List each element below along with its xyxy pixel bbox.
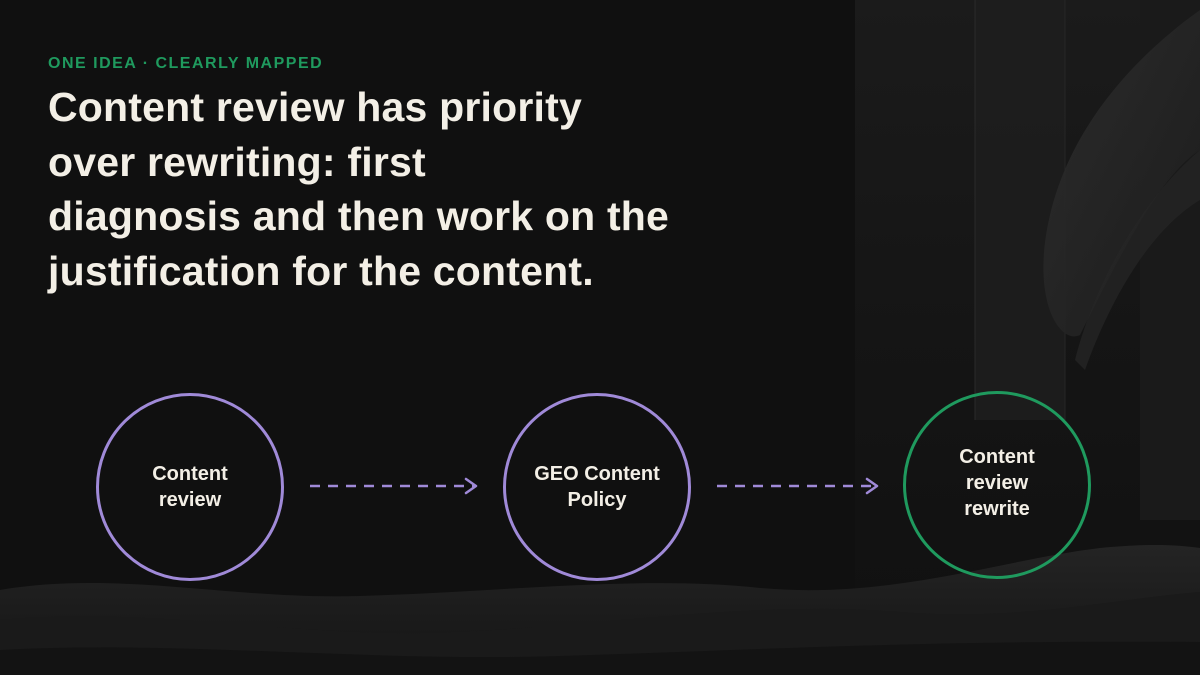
headline-line: Content review has priority xyxy=(48,84,582,130)
node-geo-content-policy: GEO Content Policy xyxy=(503,393,691,581)
dashed-arrow-1 xyxy=(310,477,478,495)
node-label: GEO Content Policy xyxy=(534,463,660,511)
headline-line: justification for the content. xyxy=(48,247,594,294)
node-label: Content review rewrite xyxy=(959,446,1035,520)
node-content-review-rewrite: Content review rewrite xyxy=(903,391,1091,579)
headline-line: over rewriting: first xyxy=(48,138,426,185)
sweep-shape xyxy=(1043,10,1200,337)
headline-line: diagnosis and then work on the xyxy=(48,193,670,239)
pillar-center xyxy=(975,0,1065,420)
node-label: Content review xyxy=(152,463,228,511)
wave-front xyxy=(0,641,1200,675)
eyebrow-label: ONE IDEA · CLEARLY MAPPED xyxy=(48,55,324,72)
dashed-arrow-2 xyxy=(717,477,879,495)
node-content-review: Content review xyxy=(96,393,284,581)
headline: Content review has priority over rewriti… xyxy=(48,80,669,298)
